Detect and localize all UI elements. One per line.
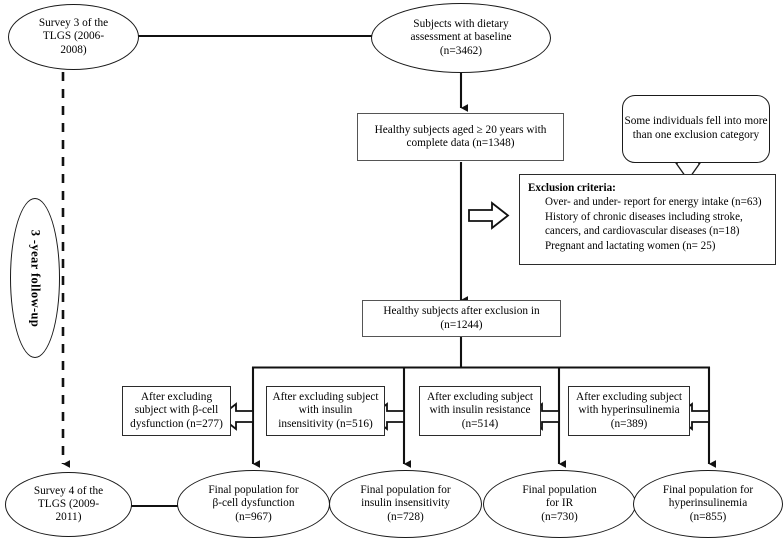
exclusion-criteria-item: Over- and under- report for energy intak… [545,196,762,209]
node-final-insulin-insensitivity[interactable]: Final population for insulin insensitivi… [329,470,482,538]
node-after-excluding-hyperinsulinemia-label: After excluding subject with hyperinsuli… [575,391,683,430]
exclusion-criteria-heading: Exclusion criteria: [528,182,616,194]
node-final-insulin-resistance[interactable]: Final population for IR (n=730) [483,470,636,538]
node-healthy-complete-data[interactable]: Healthy subjects aged ≥ 20 years with co… [357,113,564,161]
node-survey4-label: Survey 4 of the TLGS (2009- 2011) [33,484,104,524]
node-after-excluding-beta-cell-label: After excluding subject with β-cell dysf… [130,391,223,430]
node-final-hyperinsulinemia[interactable]: Final population for hyperinsulinemia (n… [633,470,783,538]
node-three-year-followup[interactable]: 3 -year follow-up [10,198,60,358]
node-baseline-subjects[interactable]: Subjects with dietary assessment at base… [371,3,551,73]
callout-multiple-exclusion-label: Some individuals fell into more than one… [624,115,768,141]
block-arrow-to-exclusion [468,201,510,230]
node-final-insulin-resistance-label: Final population for IR (n=730) [522,484,597,523]
exclusion-criteria-body: Exclusion criteria: Over- and under- rep… [520,175,775,257]
node-three-year-followup-label: 3 -year follow-up [28,229,43,327]
node-final-insulin-insensitivity-label: Final population for insulin insensitivi… [360,484,451,523]
node-final-beta-cell-dysfunction-label: Final population for β-cell dysfunction … [208,484,299,523]
node-after-excluding-insulin-insensitivity-label: After excluding subject with insulin ins… [272,391,379,430]
node-survey3[interactable]: Survey 3 of the TLGS (2006- 2008) [8,4,139,70]
exclusion-criteria-item: Pregnant and lactating women (n= 25) [545,239,716,252]
node-after-exclusion[interactable]: Healthy subjects after exclusion in (n=1… [362,300,561,337]
node-healthy-complete-data-label: Healthy subjects aged ≥ 20 years with co… [374,123,547,149]
node-after-excluding-insulin-insensitivity[interactable]: After excluding subject with insulin ins… [266,386,385,436]
node-after-excluding-insulin-resistance-label: After excluding subject with insulin res… [426,391,534,430]
callout-multiple-exclusion[interactable]: Some individuals fell into more than one… [622,95,770,163]
node-after-excluding-hyperinsulinemia[interactable]: After excluding subject with hyperinsuli… [568,386,690,436]
node-exclusion-criteria[interactable]: Exclusion criteria: Over- and under- rep… [519,174,776,265]
node-survey3-label: Survey 3 of the TLGS (2006- 2008) [38,17,109,56]
node-survey4[interactable]: Survey 4 of the TLGS (2009- 2011) [5,472,132,537]
node-after-excluding-beta-cell[interactable]: After excluding subject with β-cell dysf… [122,386,231,436]
node-baseline-subjects-label: Subjects with dietary assessment at base… [410,18,512,57]
exclusion-criteria-item: History of chronic diseases including st… [545,210,743,238]
node-final-hyperinsulinemia-label: Final population for hyperinsulinemia (n… [662,484,754,523]
node-after-excluding-insulin-resistance[interactable]: After excluding subject with insulin res… [419,386,541,436]
node-final-beta-cell-dysfunction[interactable]: Final population for β-cell dysfunction … [177,470,330,538]
node-after-exclusion-label: Healthy subjects after exclusion in (n=1… [383,305,540,331]
